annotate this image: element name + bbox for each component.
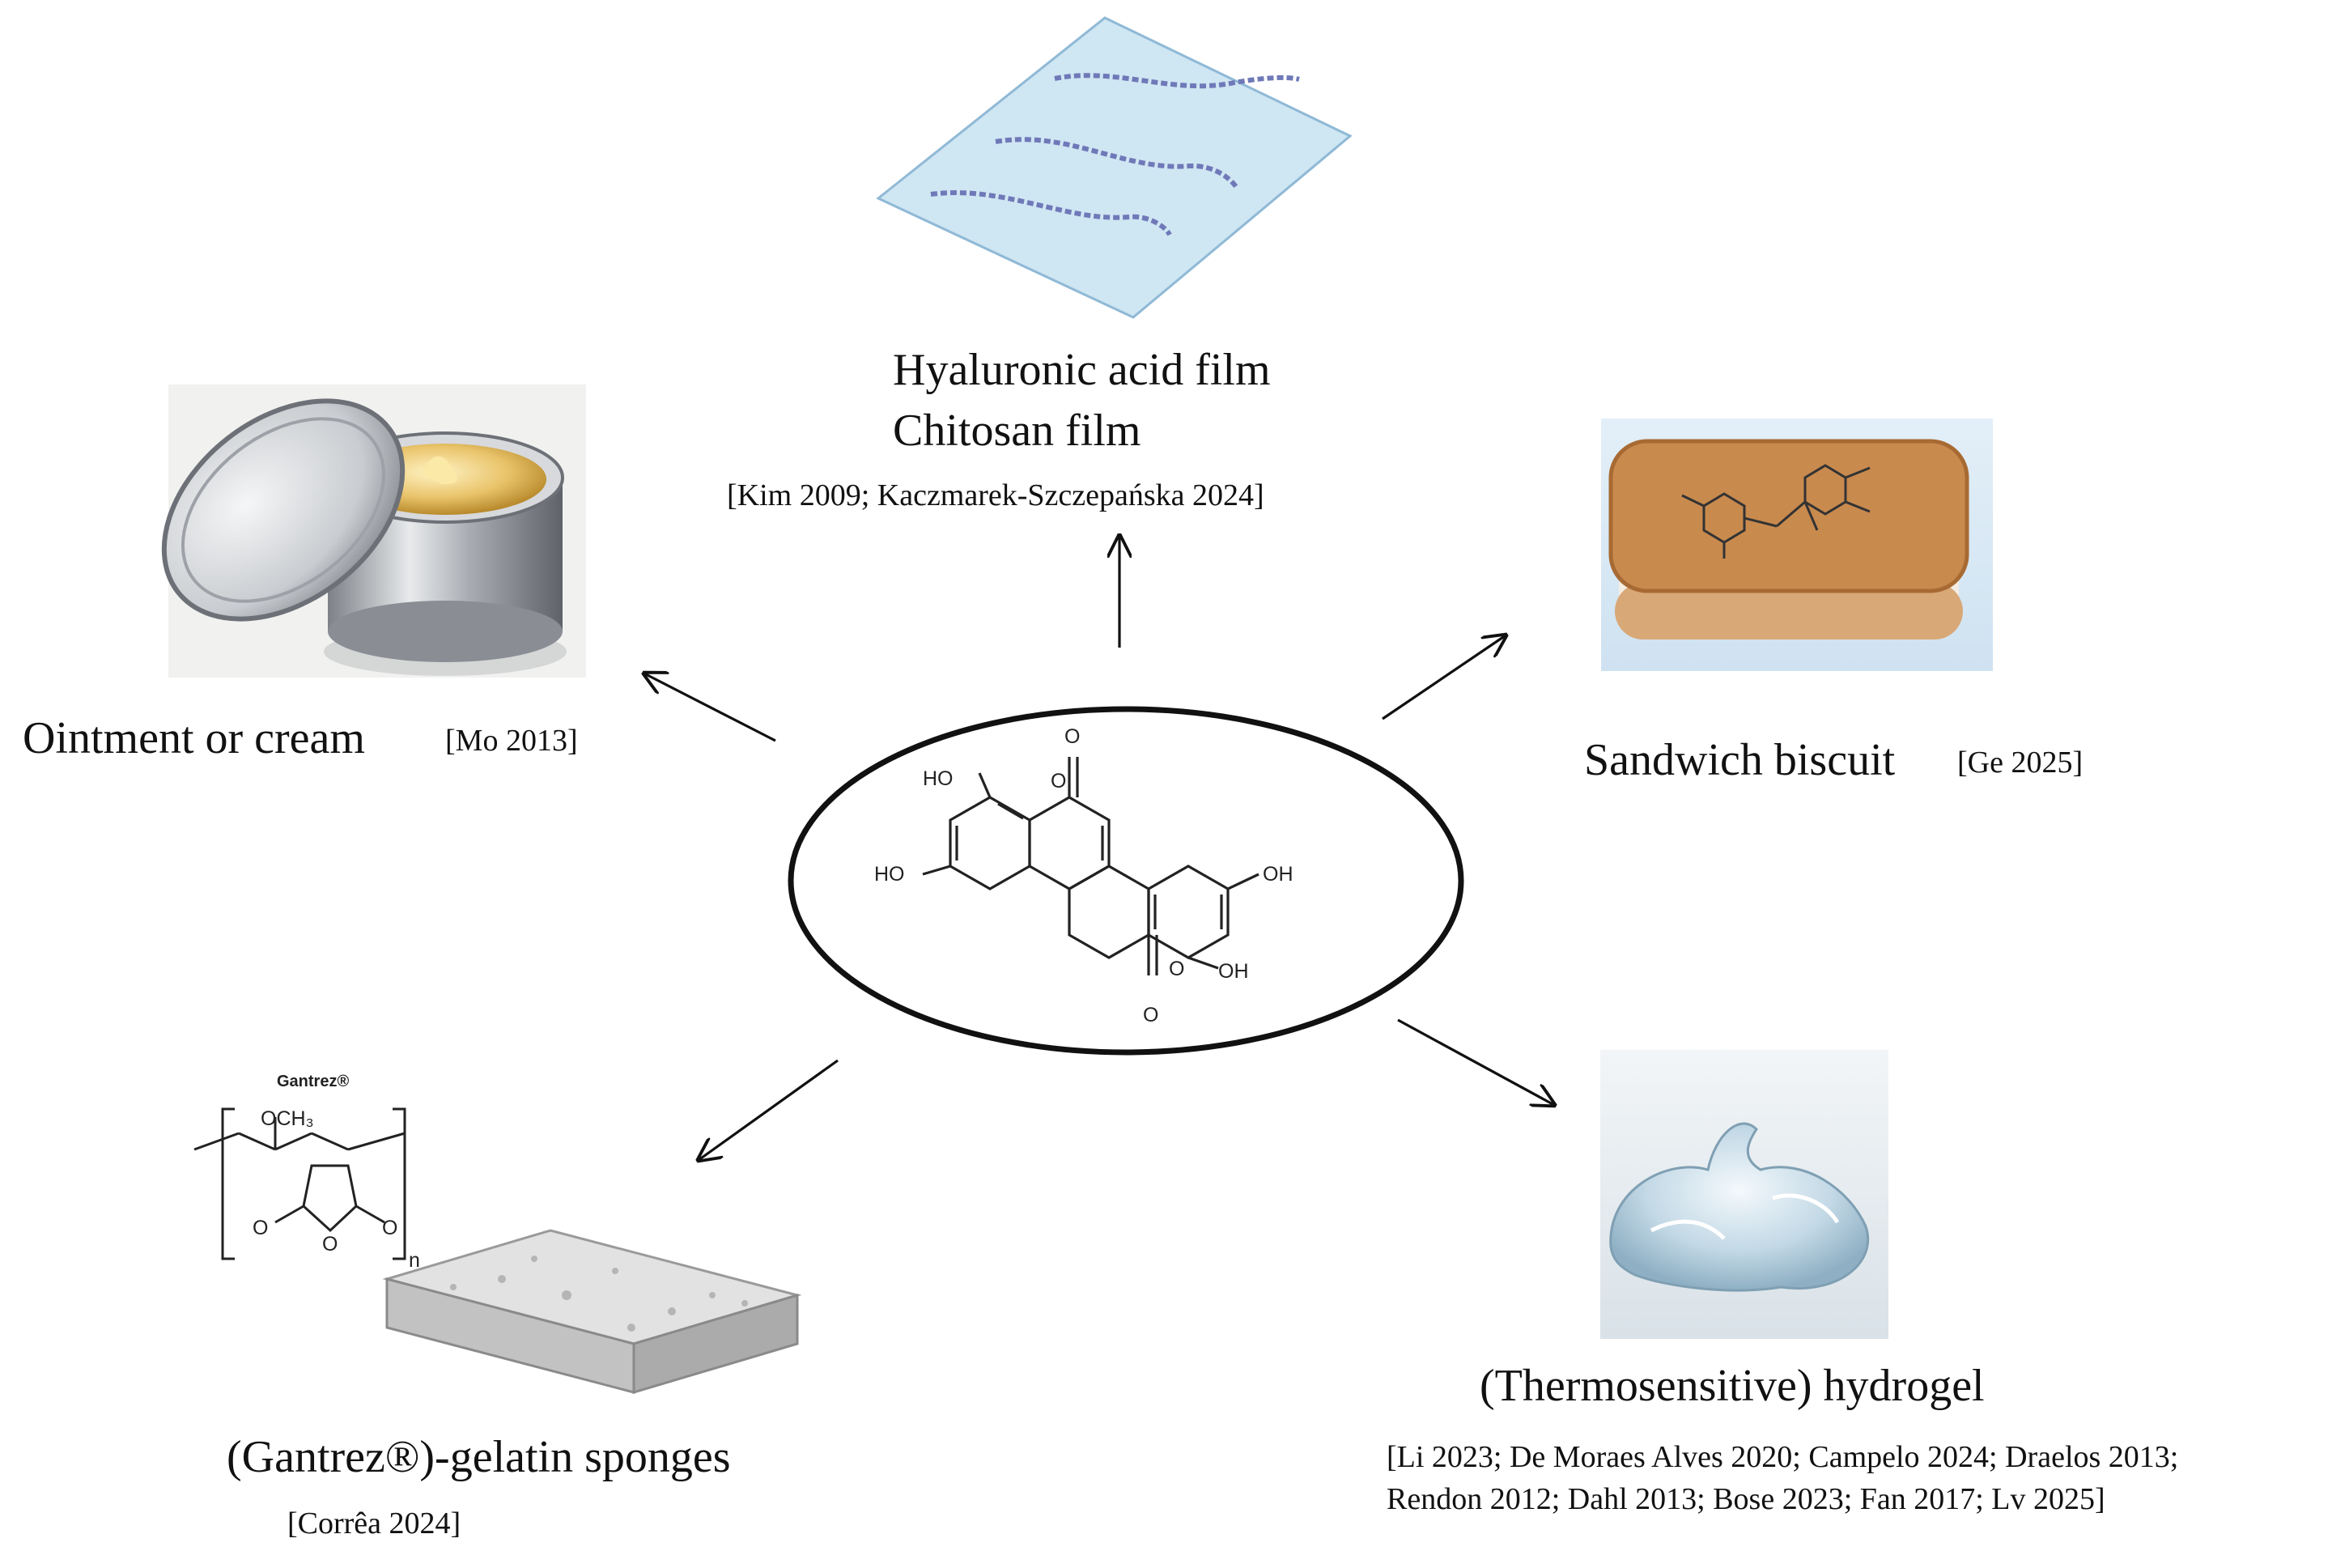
gantrez-structure <box>193 1107 406 1260</box>
biscuit-refs: [Ge 2025] <box>1957 746 2084 780</box>
gantrez-o-right: O <box>382 1217 397 1239</box>
sub-o-carbonyl-bottom: O <box>1143 1004 1158 1026</box>
arrow-to-biscuit <box>1382 635 1506 720</box>
ellagic-acid-structure <box>922 757 1259 975</box>
sub-ho-top: HO <box>923 767 954 790</box>
film-title-2: Chitosan film <box>893 406 1141 456</box>
sub-ho-left: HO <box>874 863 905 886</box>
arrow-to-hydrogel <box>1397 1018 1554 1105</box>
biscuit-title: Sandwich biscuit <box>1584 735 1896 785</box>
film-refs: [Kim 2009; Kaczmarek-Szczepańska 2024] <box>727 478 1264 512</box>
sub-o-carbonyl-top: O <box>1064 725 1080 748</box>
gantrez-och3: OCH₃ <box>261 1107 314 1130</box>
biscuit-illustration <box>1601 419 1993 671</box>
film-illustration <box>876 16 1353 319</box>
sub-o-ring-top: O <box>1051 770 1066 792</box>
arrow-to-sponge <box>699 1059 839 1160</box>
center-ellipse <box>788 706 1464 1056</box>
ointment-tin-illustration <box>161 385 586 678</box>
sub-oh-right: OH <box>1263 863 1293 886</box>
hydrogel-refs-1: [Li 2023; De Moraes Alves 2020; Campelo … <box>1387 1440 2179 1474</box>
film-title-1: Hyaluronic acid film <box>893 345 1271 395</box>
sub-oh-bottom: OH <box>1218 960 1249 983</box>
sponge-title: (Gantrez®)-gelatin sponges <box>227 1432 731 1482</box>
sponge-refs: [Corrêa 2024] <box>287 1506 461 1540</box>
gantrez-subscript-n: n <box>409 1249 420 1272</box>
gantrez-o-ring: O <box>322 1233 338 1256</box>
hydrogel-refs-2: Rendon 2012; Dahl 2013; Bose 2023; Fan 2… <box>1387 1482 2105 1516</box>
gantrez-o-left: O <box>253 1217 268 1239</box>
arrows <box>644 536 1554 1160</box>
hydrogel-title: (Thermosensitive) hydrogel <box>1480 1361 1985 1411</box>
ointment-title: Ointment or cream <box>23 713 365 763</box>
hydrogel-illustration <box>1600 1050 1888 1339</box>
sponge-illustration <box>382 1229 802 1395</box>
ointment-refs: [Mo 2013] <box>445 724 578 758</box>
gantrez-name: Gantrez® <box>277 1073 349 1090</box>
sub-o-ring-bottom: O <box>1169 958 1184 980</box>
arrow-to-ointment <box>644 674 776 742</box>
